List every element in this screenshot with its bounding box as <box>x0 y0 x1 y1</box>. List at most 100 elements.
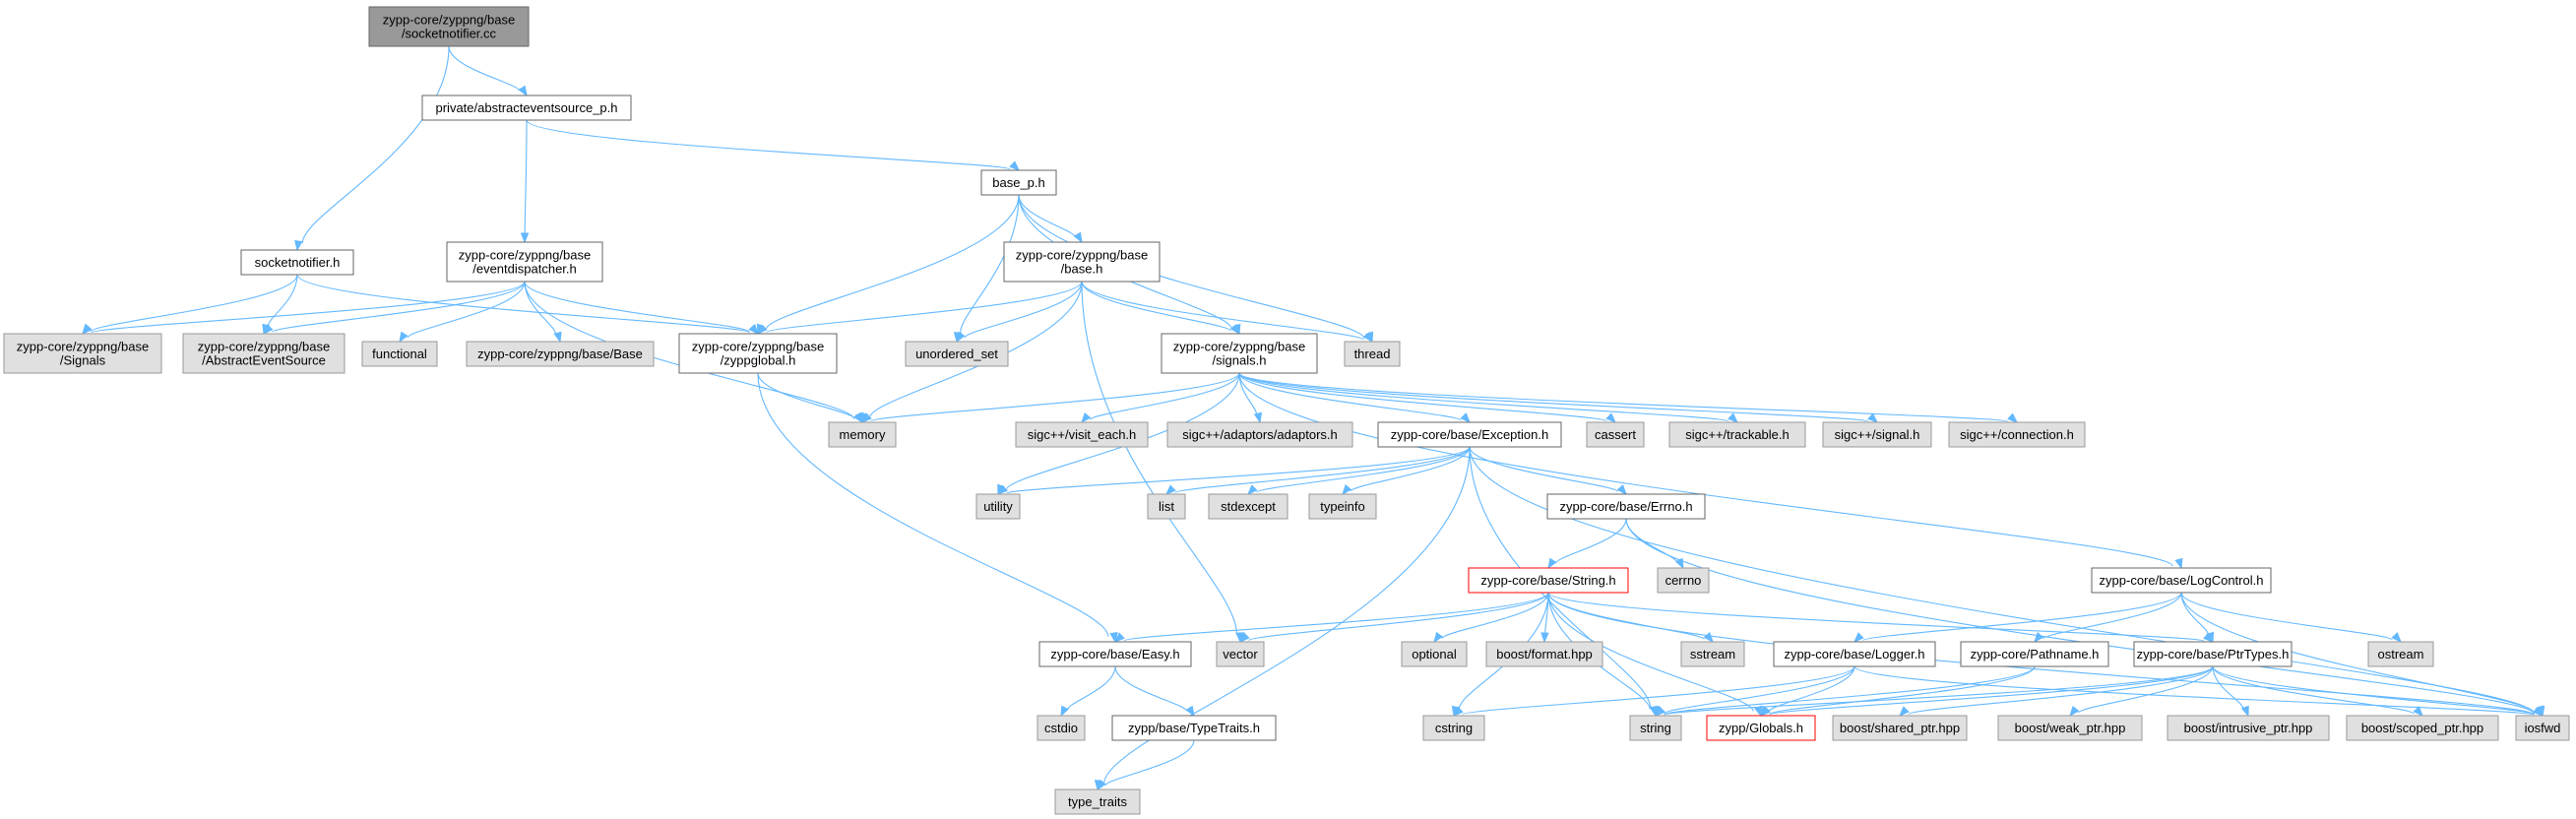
edge-arrowhead <box>2206 631 2215 644</box>
edge-zyppng_base_h-to-thread <box>1081 281 1373 344</box>
node-label: zypp-core/base/Logger.h <box>1784 647 1924 662</box>
node-box <box>2167 715 2330 741</box>
node-box[interactable] <box>446 241 603 283</box>
node-box[interactable] <box>1468 567 1629 594</box>
edge-eventdispatcher-to-zyppglobal <box>524 281 759 336</box>
node-Pathname[interactable]: zypp-core/Pathname.h <box>1960 641 2109 667</box>
node-label: /Signals <box>60 353 106 368</box>
edge-line <box>296 274 750 334</box>
node-zyppglobal[interactable]: zypp-core/zyppng/base/zyppglobal.h <box>678 333 838 374</box>
node-Globals[interactable]: zypp/Globals.h <box>1706 715 1816 741</box>
edge-zyppng_base_h-to-unordered_set <box>956 281 1083 344</box>
edge-arrowhead <box>1867 412 1879 423</box>
node-box[interactable] <box>421 94 632 121</box>
node-box[interactable] <box>368 6 530 47</box>
node-label: thread <box>1354 346 1391 361</box>
edge-PtrTypes-to-weak_ptr <box>2069 665 2214 718</box>
node-box <box>2367 641 2434 667</box>
edge-eventdispatcher-to-AbstractEventSource <box>263 281 526 336</box>
node-PtrTypes[interactable]: zypp-core/base/PtrTypes.h <box>2133 641 2293 667</box>
node-box <box>361 341 438 367</box>
edge-arrowhead <box>996 484 1008 495</box>
node-box <box>1166 421 1353 448</box>
edge-line <box>272 281 526 333</box>
edge-base_p-to-zyppng_base_h <box>1018 194 1083 244</box>
node-box <box>1997 715 2143 741</box>
node-box <box>1216 641 1265 667</box>
node-box[interactable] <box>1960 641 2109 667</box>
node-label: string <box>1640 721 1671 735</box>
node-box[interactable] <box>1161 333 1318 374</box>
node-Logger[interactable]: zypp-core/base/Logger.h <box>1773 641 1936 667</box>
edge-line <box>964 281 1083 339</box>
node-box <box>182 333 346 374</box>
node-box[interactable] <box>240 249 354 276</box>
node-box[interactable] <box>2091 567 2272 594</box>
node-label: iosfwd <box>2525 721 2561 735</box>
node-Errno[interactable]: zypp-core/base/Errno.h <box>1546 493 1706 520</box>
node-box[interactable] <box>1003 241 1161 283</box>
node-eventdispatcher[interactable]: zypp-core/zyppng/base/eventdispatcher.h <box>446 241 603 283</box>
node-label: zypp-core/base/Easy.h <box>1050 647 1179 662</box>
node-box <box>1822 421 1932 448</box>
node-label: zypp-core/zyppng/base <box>1173 340 1305 354</box>
edge-base_p-to-zyppglobal <box>756 194 1020 336</box>
edge-line <box>1769 665 2036 715</box>
edge-line <box>1664 665 2214 716</box>
edge-line <box>1238 372 2009 422</box>
node-vector: vector <box>1216 641 1265 667</box>
node-label: boost/format.hpp <box>1496 647 1593 662</box>
node-signals_h[interactable]: zypp-core/zyppng/base/signals.h <box>1161 333 1318 374</box>
node-Base: zypp-core/zyppng/base/Base <box>466 341 655 367</box>
node-Easy[interactable]: zypp-core/base/Easy.h <box>1038 641 1192 667</box>
node-label: zypp-core/Pathname.h <box>1971 647 2100 662</box>
edge-arrowhead <box>2533 706 2544 717</box>
node-socketnotifier_cc[interactable]: zypp-core/zyppng/base/socketnotifier.cc <box>368 6 530 47</box>
edge-arrowhead <box>399 331 408 344</box>
node-iosfwd: iosfwd <box>2515 715 2570 741</box>
node-zyppng_base_h[interactable]: zypp-core/zyppng/base/base.h <box>1003 241 1161 283</box>
node-label: sigc++/signal.h <box>1835 427 1920 442</box>
node-label: vector <box>1223 647 1258 662</box>
node-box[interactable] <box>2133 641 2293 667</box>
node-TypeTraits[interactable]: zypp/base/TypeTraits.h <box>1111 715 1277 741</box>
nodes-layer: zypp-core/zyppng/base/socketnotifier.cc p… <box>3 6 2570 815</box>
edge-line <box>959 194 1020 334</box>
node-LogControl[interactable]: zypp-core/base/LogControl.h <box>2091 567 2272 594</box>
edge-String-to-vector <box>1239 592 1549 643</box>
node-box <box>3 333 162 374</box>
edge-arrowhead <box>1853 632 1864 643</box>
edge-arrowhead <box>1616 484 1627 496</box>
node-trackable: sigc++/trackable.h <box>1668 421 1806 448</box>
edge-arrowhead <box>2174 557 2183 570</box>
node-box[interactable] <box>980 169 1057 196</box>
node-box <box>466 341 655 367</box>
edge-signals_h-to-memory <box>861 372 1240 423</box>
node-box[interactable] <box>1706 715 1816 741</box>
node-label: zypp-core/base/Exception.h <box>1391 427 1548 442</box>
node-box <box>1208 493 1288 520</box>
edge-line <box>1350 446 1471 492</box>
edge-arrowhead <box>1362 331 1373 344</box>
edge-arrowhead <box>2034 631 2044 644</box>
node-box[interactable] <box>1546 493 1706 520</box>
node-Exception[interactable]: zypp-core/base/Exception.h <box>1377 421 1562 448</box>
edge-line <box>1462 665 1855 716</box>
edge-line <box>1664 665 2036 716</box>
node-label: sigc++/visit_each.h <box>1028 427 1137 442</box>
node-base_p[interactable]: base_p.h <box>980 169 1057 196</box>
edge-arrowhead <box>1453 706 1464 717</box>
edge-line <box>267 274 298 327</box>
node-box[interactable] <box>1773 641 1936 667</box>
node-socketnotifier_h[interactable]: socketnotifier.h <box>240 249 354 276</box>
edge-zyppglobal-to-memory <box>757 372 863 424</box>
node-box <box>2346 715 2499 741</box>
node-box[interactable] <box>1111 715 1277 741</box>
node-adaptors: sigc++/adaptors/adaptors.h <box>1166 421 1353 448</box>
node-String[interactable]: zypp-core/base/String.h <box>1468 567 1629 594</box>
node-box[interactable] <box>1038 641 1192 667</box>
node-box[interactable] <box>678 333 838 374</box>
node-abstracteventsource_p[interactable]: private/abstracteventsource_p.h <box>421 94 632 121</box>
edge-arrowhead <box>263 324 274 336</box>
node-box[interactable] <box>1377 421 1562 448</box>
